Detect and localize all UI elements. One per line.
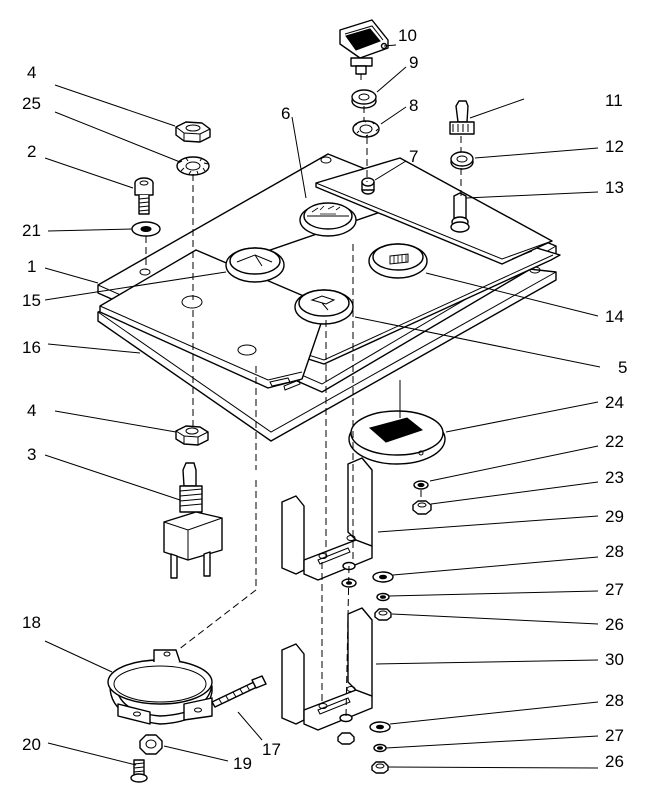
callout-8: 8 (409, 96, 418, 115)
callout-3: 3 (27, 445, 36, 464)
toggle-lever-13 (450, 192, 470, 233)
switch-plate-7 (315, 157, 553, 265)
callout-10: 10 (398, 26, 417, 45)
nut-23 (412, 500, 432, 515)
callout-1: 1 (27, 257, 36, 276)
nut-12 (450, 151, 474, 170)
callout-4-lower: 4 (27, 401, 36, 420)
screw-20 (130, 759, 148, 783)
lock-washer-22 (413, 480, 429, 490)
bracket-hardware-stack-lower (337, 713, 355, 745)
callout-24: 24 (605, 393, 624, 412)
callout-20: 20 (22, 735, 41, 754)
callout-14: 14 (605, 307, 624, 326)
callout-23: 23 (605, 468, 624, 487)
nut-9 (351, 89, 377, 109)
bracket-30 (281, 607, 373, 731)
lock-washer-25 (176, 156, 210, 176)
top-plate-15 (99, 249, 328, 389)
callout-4-upper: 4 (27, 63, 36, 82)
callout-28-lower: 28 (605, 691, 624, 710)
callout-18: 18 (22, 613, 41, 632)
screw-2 (134, 177, 154, 215)
nut-4-top (175, 121, 211, 143)
callout-2: 2 (27, 142, 36, 161)
callout-13: 13 (605, 178, 624, 197)
callout-27-lower: 27 (605, 726, 624, 745)
callout-labels: 10 9 8 7 11 12 13 14 5 24 22 23 29 28 27… (22, 26, 627, 773)
callout-15: 15 (22, 291, 41, 310)
callout-30: 30 (605, 650, 624, 669)
gauge-14 (368, 243, 428, 279)
lock-washer-27-lower (373, 743, 387, 753)
callout-22: 22 (605, 432, 624, 451)
callout-7: 7 (409, 147, 418, 166)
toggle-switch-11 (449, 100, 475, 135)
key-switch-10 (339, 19, 389, 80)
callout-5: 5 (618, 358, 627, 377)
nut-4-bottom (175, 425, 209, 446)
bolt-17 (211, 675, 267, 708)
gauge-15 (225, 247, 285, 283)
callout-17: 17 (262, 740, 281, 759)
nut-19 (139, 734, 163, 755)
callout-19: 19 (233, 754, 252, 773)
callout-26-upper: 26 (605, 615, 624, 634)
callout-27-upper: 27 (605, 580, 624, 599)
callout-16: 16 (22, 338, 41, 357)
washer-28-lower (369, 721, 391, 733)
callout-9: 9 (409, 53, 418, 72)
callout-12: 12 (605, 137, 624, 156)
washer-28-upper (372, 571, 394, 583)
toggle-switch-3 (163, 462, 223, 579)
bracket-29 (281, 457, 373, 581)
alignment-lines (145, 106, 462, 717)
leader-lines (44, 44, 601, 769)
callout-25: 25 (22, 94, 41, 113)
callout-29: 29 (605, 507, 624, 526)
nut-26-upper (374, 608, 392, 621)
lock-washer-27-upper (376, 592, 390, 602)
callout-21: 21 (22, 221, 41, 240)
nut-26-lower (371, 761, 389, 774)
callout-11: 11 (605, 91, 623, 110)
gauge-6 (299, 202, 357, 237)
lock-washer-8 (352, 120, 380, 138)
callout-26-lower: 26 (605, 752, 624, 771)
callout-6: 6 (281, 104, 290, 123)
gauge-5 (294, 289, 354, 325)
clamp-18 (107, 649, 213, 725)
bushing-7 (361, 177, 375, 195)
callout-28-upper: 28 (605, 542, 624, 561)
bezel-24 (348, 380, 446, 465)
washer-21 (131, 221, 161, 237)
